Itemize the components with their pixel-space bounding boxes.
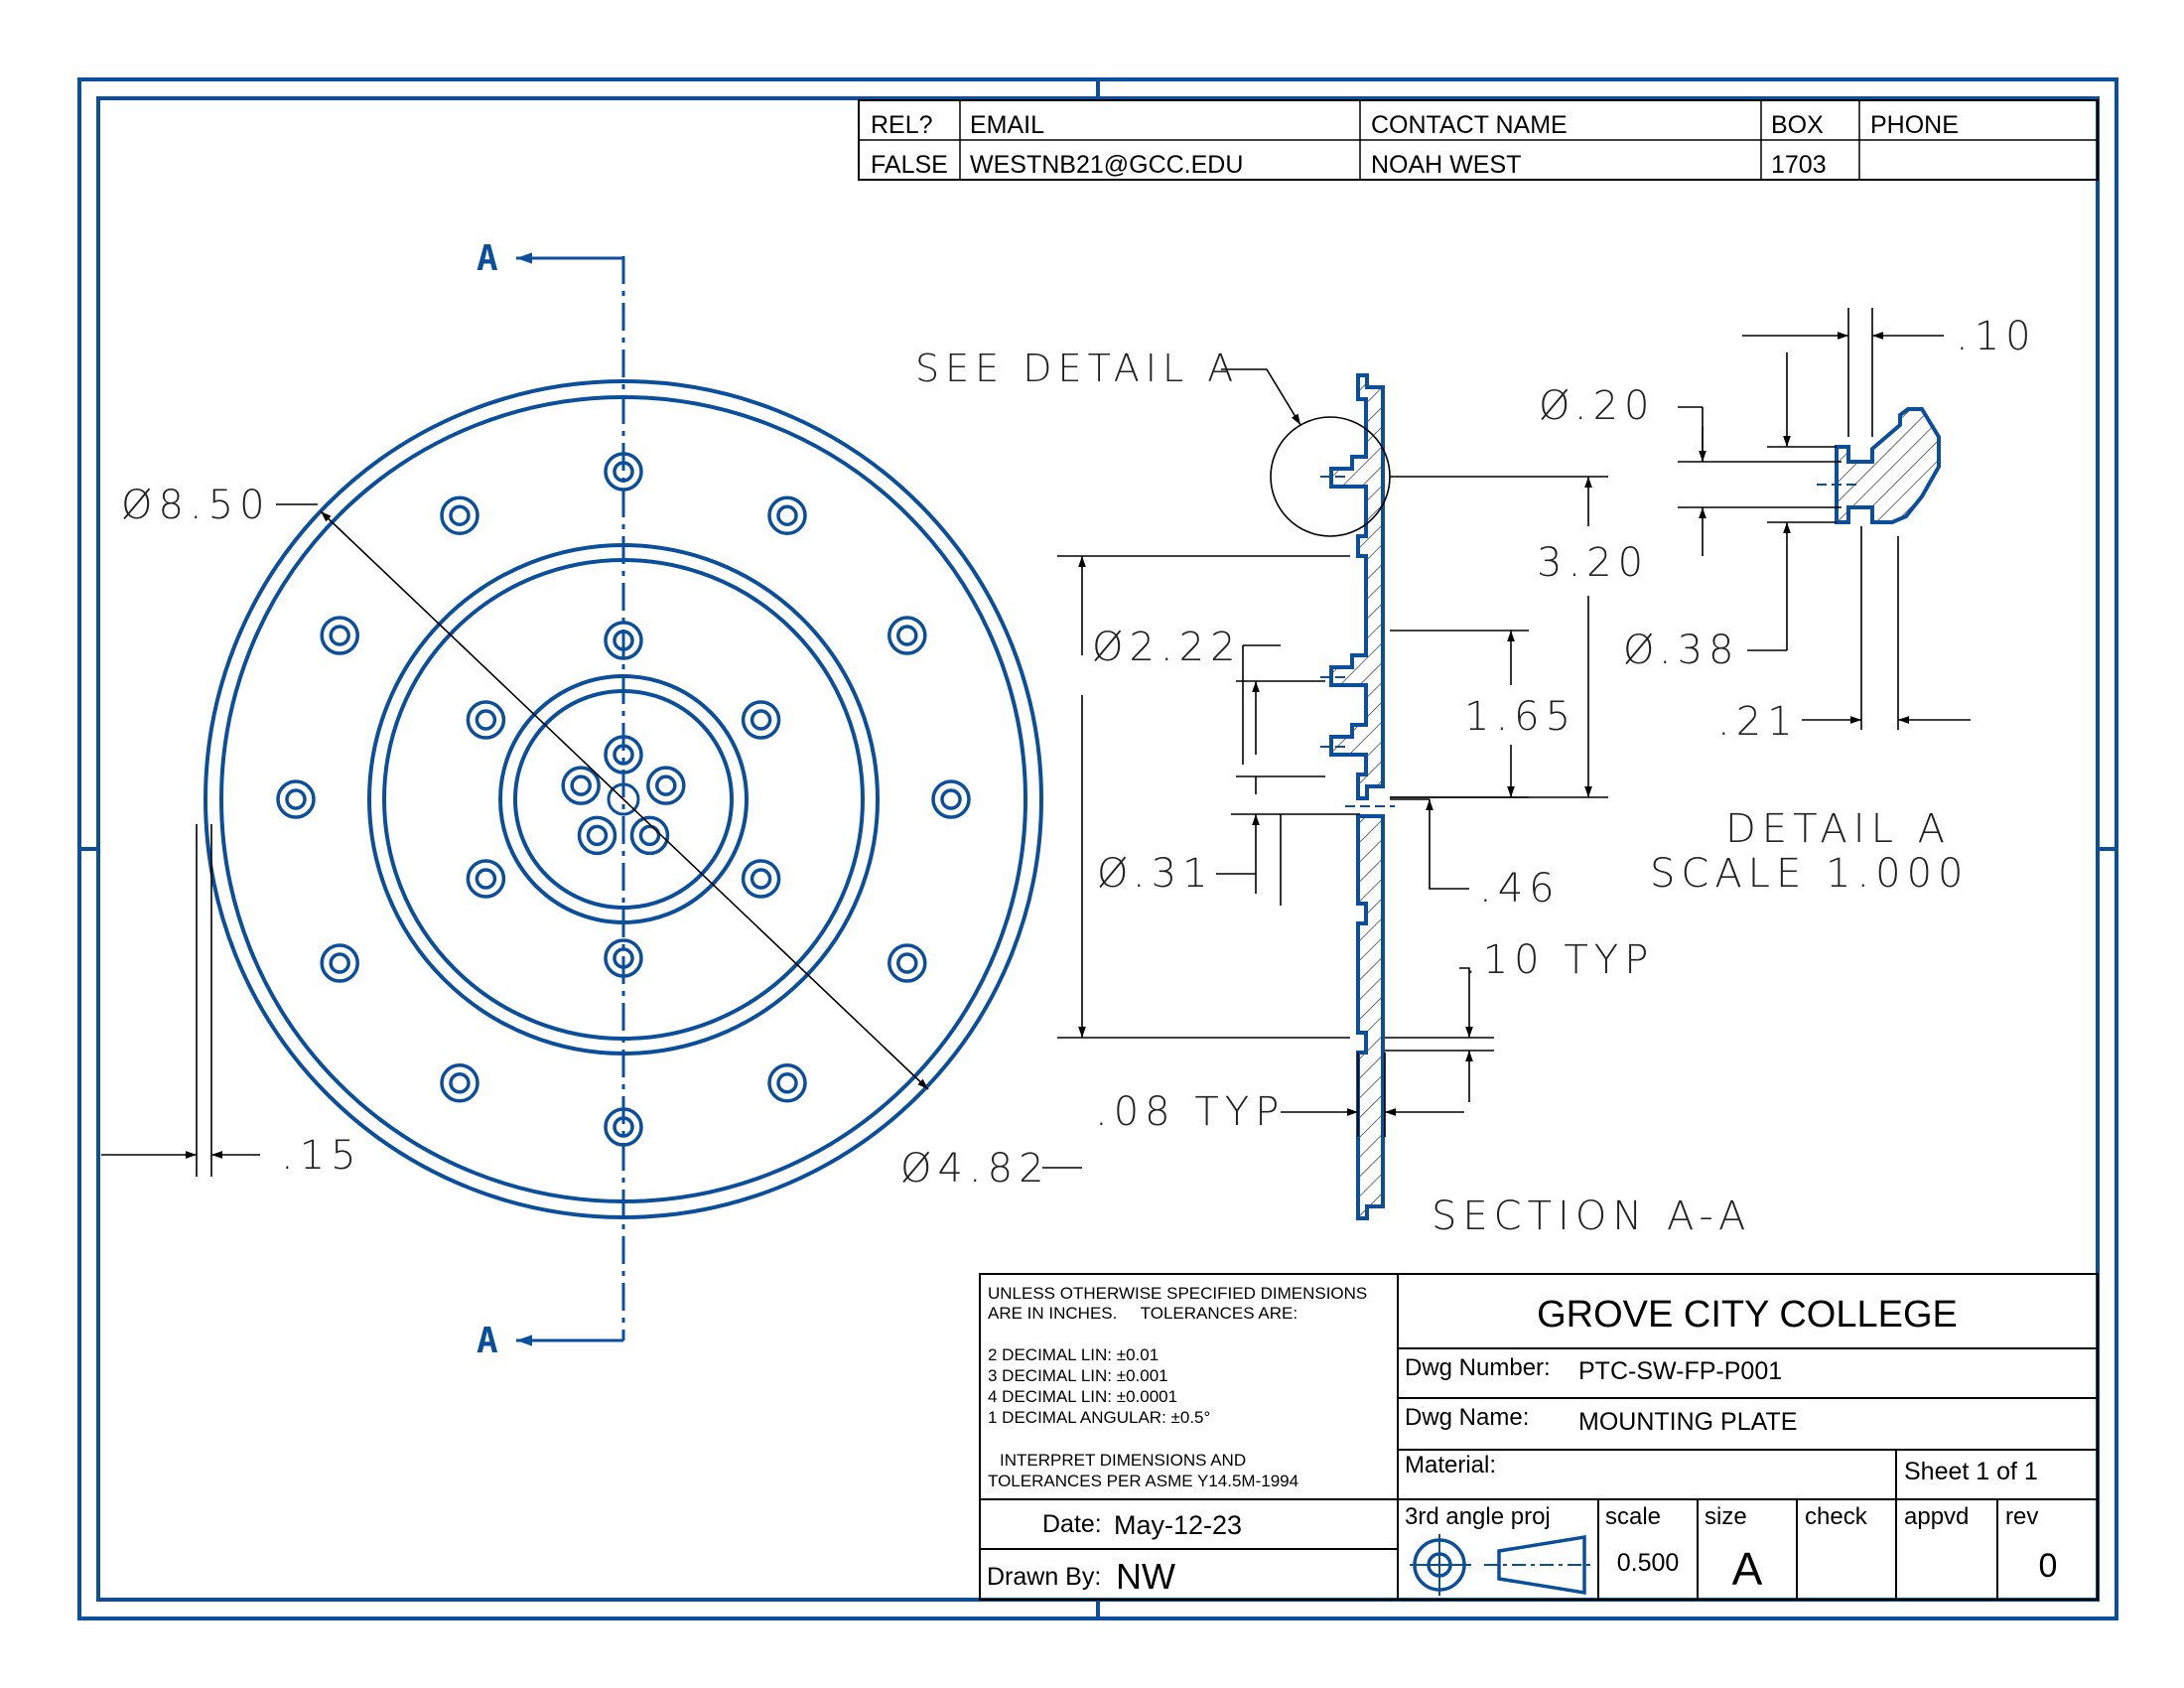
table-cell: FALSE: [871, 151, 948, 179]
projection-symbol-icon: [1410, 1534, 1593, 1596]
bolt-hole: [320, 943, 359, 983]
bolt-hole: [767, 495, 807, 535]
front-view: A A Ø8.50 Ø4.82 .15: [101, 238, 1082, 1361]
note-line: INTERPRET DIMENSIONS AND: [1000, 1451, 1246, 1470]
tolerance-line: 1 DECIMAL ANGULAR: ±0.5°: [988, 1408, 1210, 1427]
detail-dim-021: .21: [1717, 699, 1799, 745]
bolt-hole: [449, 1072, 471, 1094]
bolt-hole: [329, 952, 350, 974]
bolt-hole: [931, 779, 971, 819]
contact-table: REL? EMAIL CONTACT NAME BOX PHONE FALSE …: [858, 99, 2099, 181]
detail-view: .10 Ø.20 Ø.38 .21 DETAIL A SCALE 1.000: [1539, 308, 2037, 897]
table-header: REL?: [871, 111, 933, 139]
see-detail-label: SEE DETAIL A: [915, 347, 1239, 390]
bolt-hole: [320, 616, 359, 655]
bolt-hole: [276, 779, 316, 819]
size-value: A: [1732, 1543, 1763, 1595]
sheet-count: Sheet 1 of 1: [1904, 1458, 2038, 1485]
bolt-hole: [750, 868, 772, 890]
table-cell: WESTNB21@GCC.EDU: [970, 151, 1243, 179]
table-header: BOX: [1771, 111, 1824, 139]
bolt-hole: [475, 868, 497, 890]
bolt-hole: [896, 625, 918, 646]
detail-dim-038: Ø.38: [1623, 628, 1739, 673]
material-label: Material:: [1405, 1452, 1496, 1478]
tolerance-line: 3 DECIMAL LIN: ±0.001: [988, 1366, 1168, 1385]
dim-rim: .15: [281, 1133, 362, 1179]
note-line: ARE IN INCHES. TOLERANCES ARE:: [988, 1304, 1297, 1323]
bolt-hole: [776, 504, 798, 526]
bolt-hole: [767, 1063, 807, 1103]
bolt-hole: [750, 709, 772, 731]
proj-label: 3rd angle proj: [1405, 1503, 1551, 1530]
detail-scale: SCALE 1.000: [1650, 851, 1969, 897]
size-label: size: [1705, 1503, 1747, 1530]
bolt-hole: [440, 495, 479, 535]
bolt-hole: [577, 815, 617, 856]
table-header: EMAIL: [970, 111, 1044, 139]
bolt-hole: [940, 788, 962, 810]
bolt-hole: [741, 700, 781, 740]
table-cell: 1703: [1771, 151, 1827, 179]
detail-title: DETAIL A: [1725, 806, 1951, 852]
bolt-hole: [896, 952, 918, 974]
title-block: UNLESS OTHERWISE SPECIFIED DIMENSIONS AR…: [979, 1273, 2099, 1601]
bolt-hole: [638, 824, 661, 847]
bolt-hole: [776, 1072, 798, 1094]
dim-046: .46: [1479, 866, 1561, 912]
dwg-name: MOUNTING PLATE: [1578, 1408, 1797, 1436]
note-line: TOLERANCES PER ASME Y14.5M-1994: [988, 1472, 1298, 1490]
detail-dim-010: .10: [1956, 314, 2037, 359]
bolt-hole: [570, 774, 592, 796]
section-marker-top: A: [477, 238, 498, 279]
detail-dim-020: Ø.20: [1539, 383, 1655, 429]
dim-031: Ø.31: [1097, 851, 1213, 897]
dim-outer-diameter: Ø8.50: [121, 483, 271, 528]
dim-165: 1.65: [1464, 694, 1576, 740]
scale-label: scale: [1605, 1503, 1661, 1530]
section-marker-bottom: A: [477, 1321, 498, 1361]
bolt-hole: [466, 859, 506, 899]
table-cell: NOAH WEST: [1371, 151, 1521, 179]
bolt-hole: [475, 709, 497, 731]
dwg-name-label: Dwg Name:: [1405, 1404, 1529, 1431]
bolt-hole: [329, 625, 350, 646]
date-value: May-12-23: [1114, 1510, 1242, 1540]
bolt-hole: [887, 616, 927, 655]
rev-label: rev: [2005, 1503, 2038, 1530]
bolt-hole: [440, 1063, 479, 1103]
date-label: Date:: [1042, 1510, 1102, 1538]
dim-320: 3.20: [1537, 540, 1649, 586]
bolt-hole: [449, 504, 471, 526]
bolt-hole: [466, 700, 506, 740]
check-label: check: [1805, 1503, 1868, 1530]
school-name: GROVE CITY COLLEGE: [1537, 1294, 1958, 1336]
note-line: UNLESS OTHERWISE SPECIFIED DIMENSIONS: [988, 1284, 1367, 1303]
appvd-label: appvd: [1904, 1503, 1969, 1530]
dwg-number-label: Dwg Number:: [1405, 1354, 1551, 1381]
section-label: SECTION A-A: [1432, 1194, 1751, 1239]
tolerance-line: 2 DECIMAL LIN: ±0.01: [988, 1345, 1159, 1364]
dim-008typ: .08 TYP: [1095, 1089, 1285, 1135]
bolt-hole: [655, 774, 677, 796]
bolt-hole: [646, 766, 686, 805]
dim-222: Ø2.22: [1092, 625, 1242, 670]
bolt-hole: [741, 859, 781, 899]
bolt-hole: [887, 943, 927, 983]
drawn-label: Drawn By:: [987, 1563, 1101, 1591]
dim-bolt-circle: Ø4.82: [900, 1146, 1050, 1192]
bolt-hole: [586, 824, 609, 847]
bolt-hole: [561, 766, 601, 805]
drawn-value: NW: [1116, 1556, 1175, 1597]
tolerance-line: 4 DECIMAL LIN: ±0.0001: [988, 1387, 1177, 1406]
section-view: SEE DETAIL A 3.20 Ø2.22 1.65 Ø.31: [915, 347, 1751, 1239]
rev-value: 0: [2039, 1547, 2058, 1585]
table-header: CONTACT NAME: [1371, 111, 1568, 139]
bolt-hole: [285, 788, 307, 810]
dim-010typ: .10 TYP: [1464, 937, 1654, 983]
scale-value: 0.500: [1617, 1549, 1680, 1577]
table-header: PHONE: [1870, 111, 1959, 139]
dwg-number: PTC-SW-FP-P001: [1578, 1357, 1782, 1385]
